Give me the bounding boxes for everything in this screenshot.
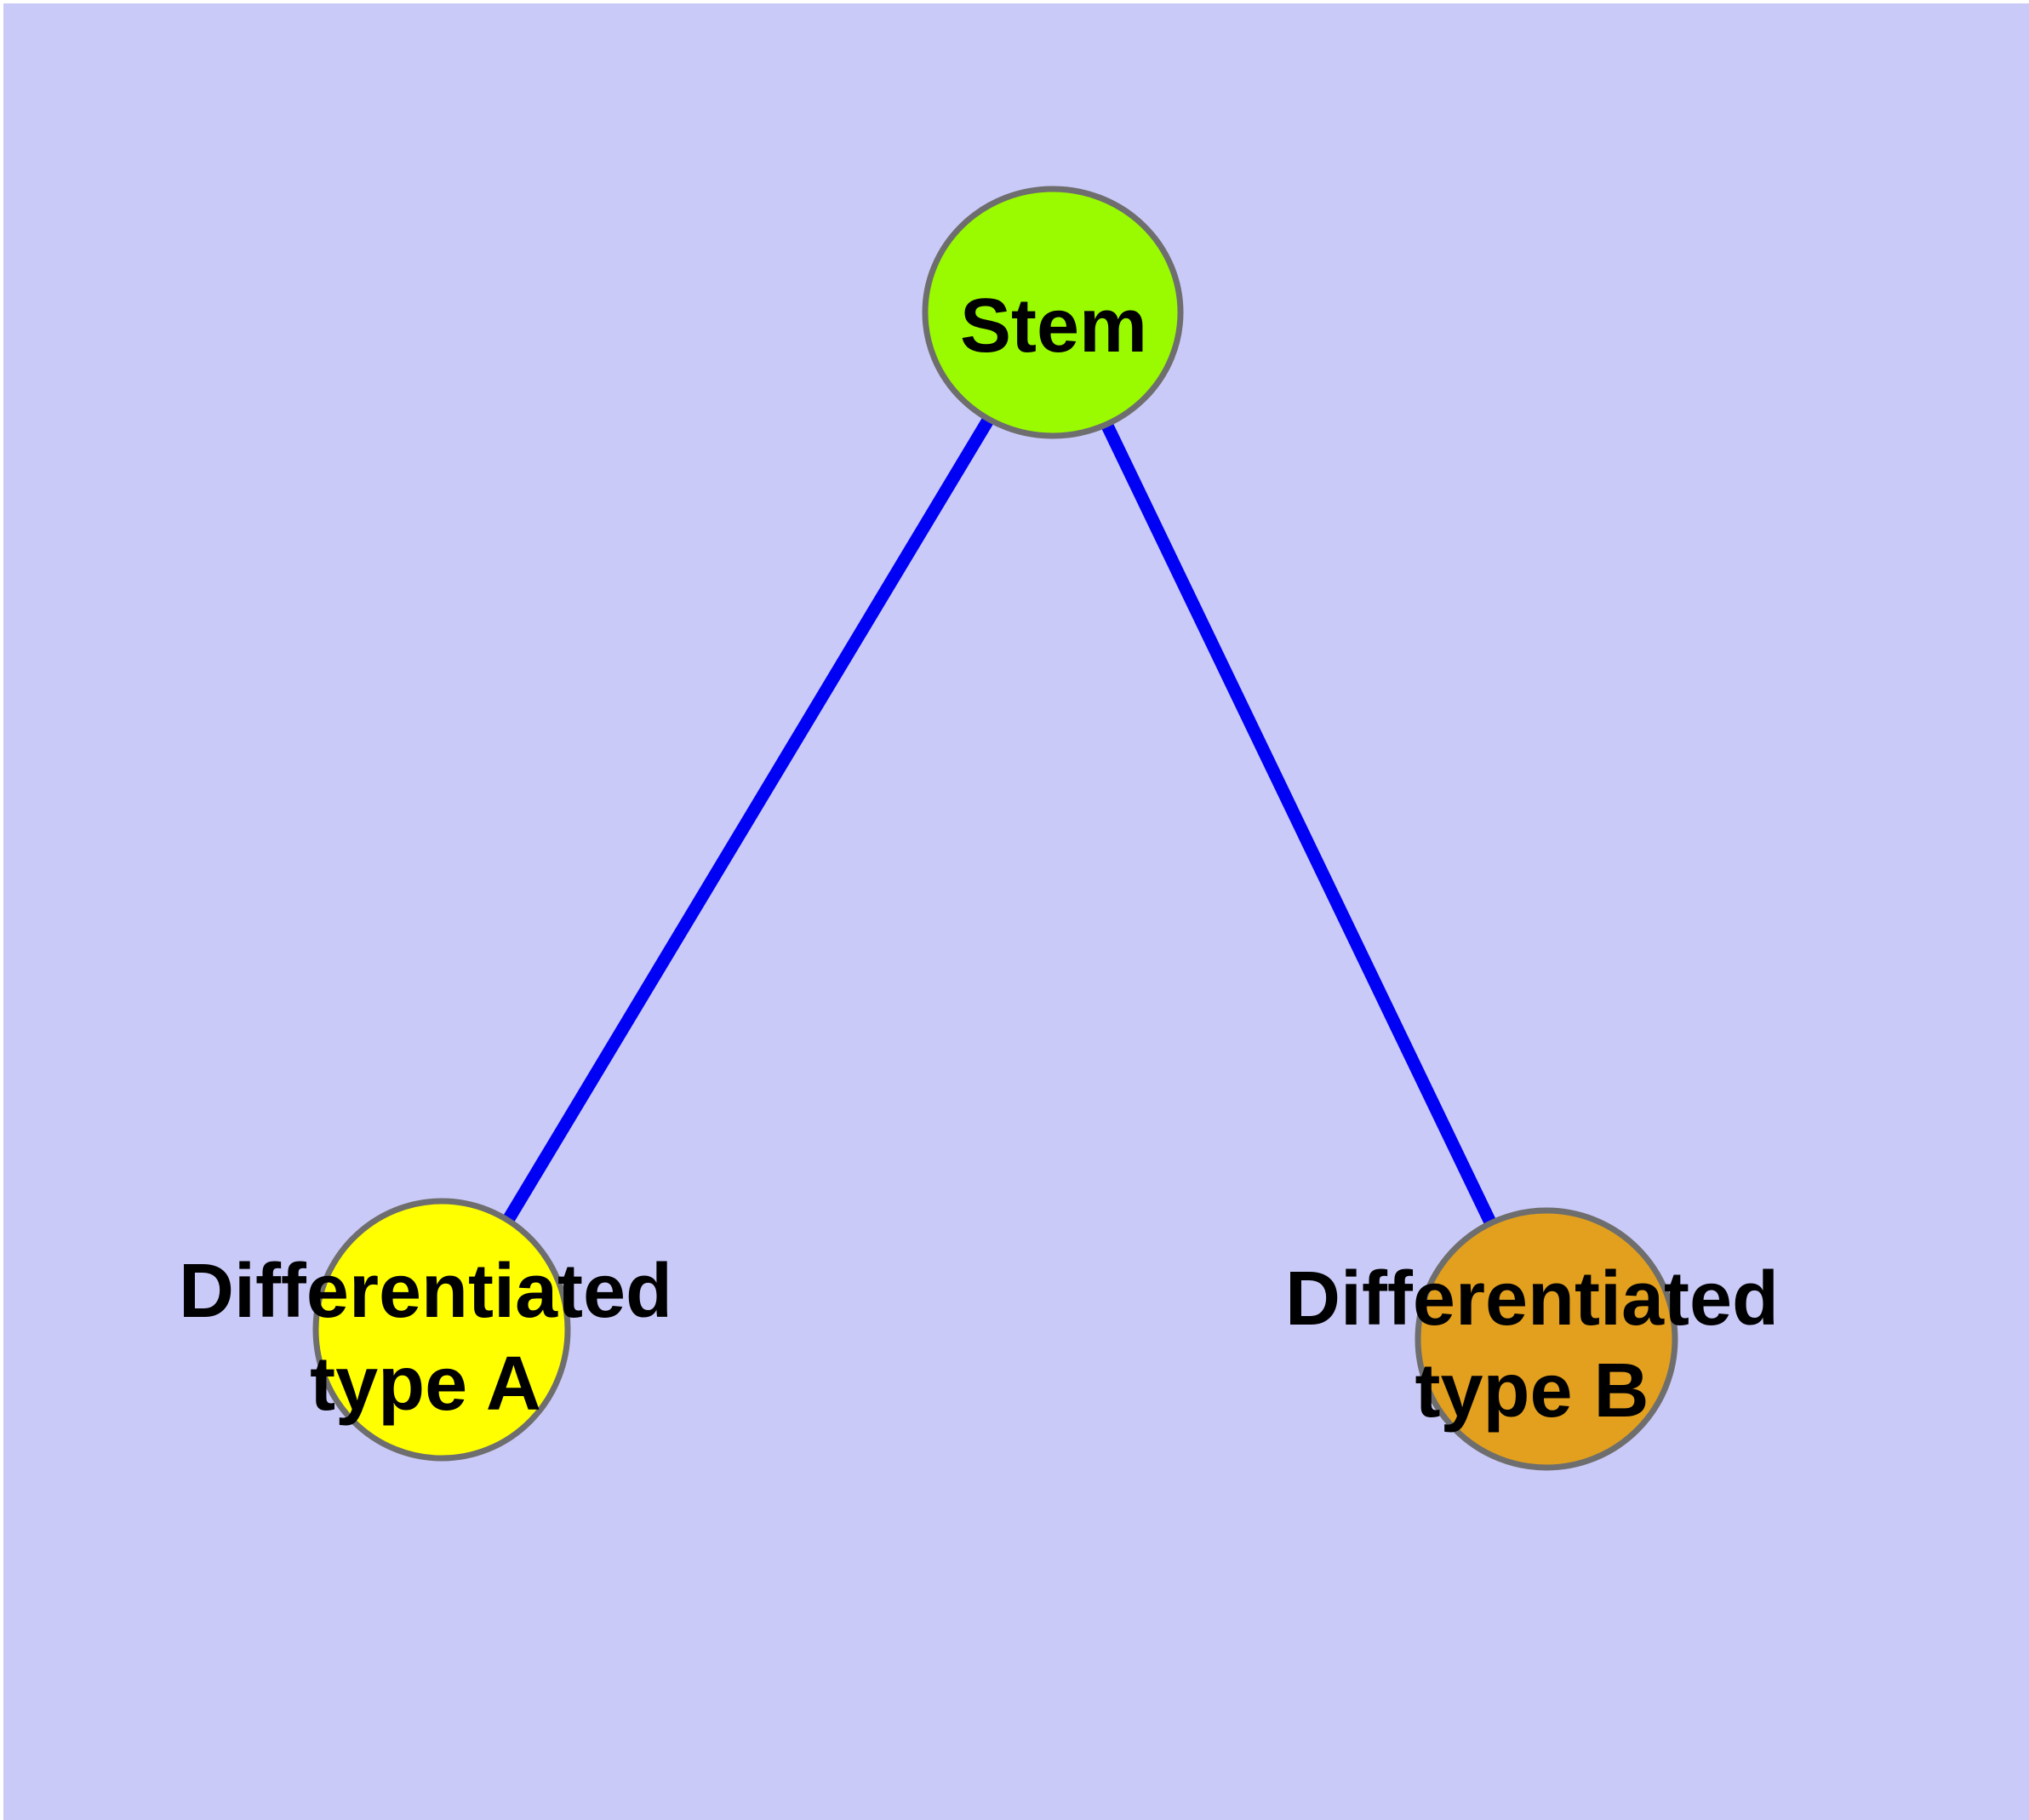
- node-type-a-label-line1: Differentiated: [179, 1249, 672, 1334]
- node-stem: [922, 186, 1184, 439]
- node-differentiated-type-b: [1415, 1207, 1678, 1471]
- edge-stem-to-type-a: [436, 309, 1059, 1334]
- node-differentiated-type-a: [312, 1198, 571, 1462]
- node-type-b-label-line1: Differentiated: [1285, 1256, 1779, 1342]
- edge-stem-to-type-b: [1047, 309, 1552, 1342]
- node-type-b-label-line2: type B: [1415, 1348, 1649, 1434]
- node-stem-label: Stem: [960, 283, 1147, 369]
- node-type-a-label-line2: type A: [310, 1342, 541, 1427]
